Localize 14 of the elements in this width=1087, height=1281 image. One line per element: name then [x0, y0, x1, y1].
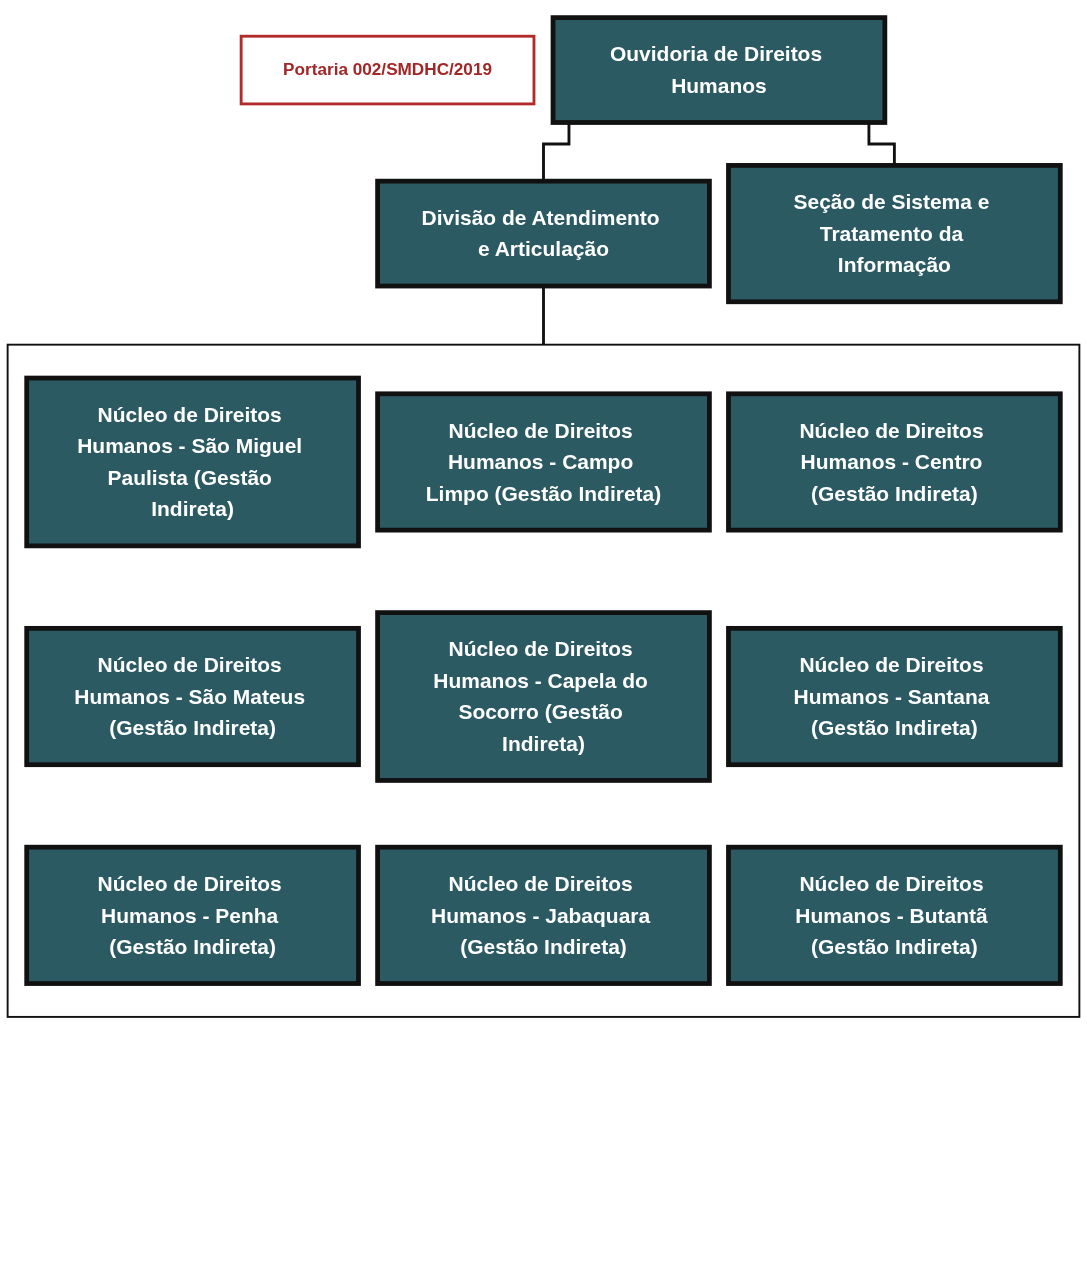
node-box: Núcleo de Direitos Humanos - Capela do Socorro (Gestão Indireta): [375, 610, 712, 783]
node-box: Núcleo de Direitos Humanos - São Mateus (Gestão Indireta): [24, 625, 361, 768]
node-box: Núcleo de Direitos Humanos - Jabaquara (Gestão Indireta): [375, 844, 712, 986]
node-box: Portaria 002/SMDHC/2019: [239, 34, 536, 106]
node-box: Núcleo de Direitos Humanos - Butantã (Gestão Indireta): [726, 844, 1063, 986]
node-box: Divisão de Atendimento e Articulação: [375, 178, 712, 289]
node-box: Seção de Sistema e Tratamento da Informação: [726, 163, 1063, 305]
node-box: Ouvidoria de Direitos Humanos: [550, 15, 888, 125]
node-box: Núcleo de Direitos Humanos - Santana (Gestão Indireta): [726, 625, 1063, 768]
cluster: [6, 343, 1081, 1018]
node-box: Núcleo de Direitos Humanos - Penha (Gestão Indireta): [24, 844, 361, 986]
node-box: Núcleo de Direitos Humanos - Centro (Gestão Indireta): [726, 391, 1063, 533]
node-box: Núcleo de Direitos Humanos - São Miguel Paulista (Gestão Indireta): [24, 375, 361, 549]
node-box: Núcleo de Direitos Humanos - Campo Limpo (Gestão Indireta): [375, 391, 712, 533]
